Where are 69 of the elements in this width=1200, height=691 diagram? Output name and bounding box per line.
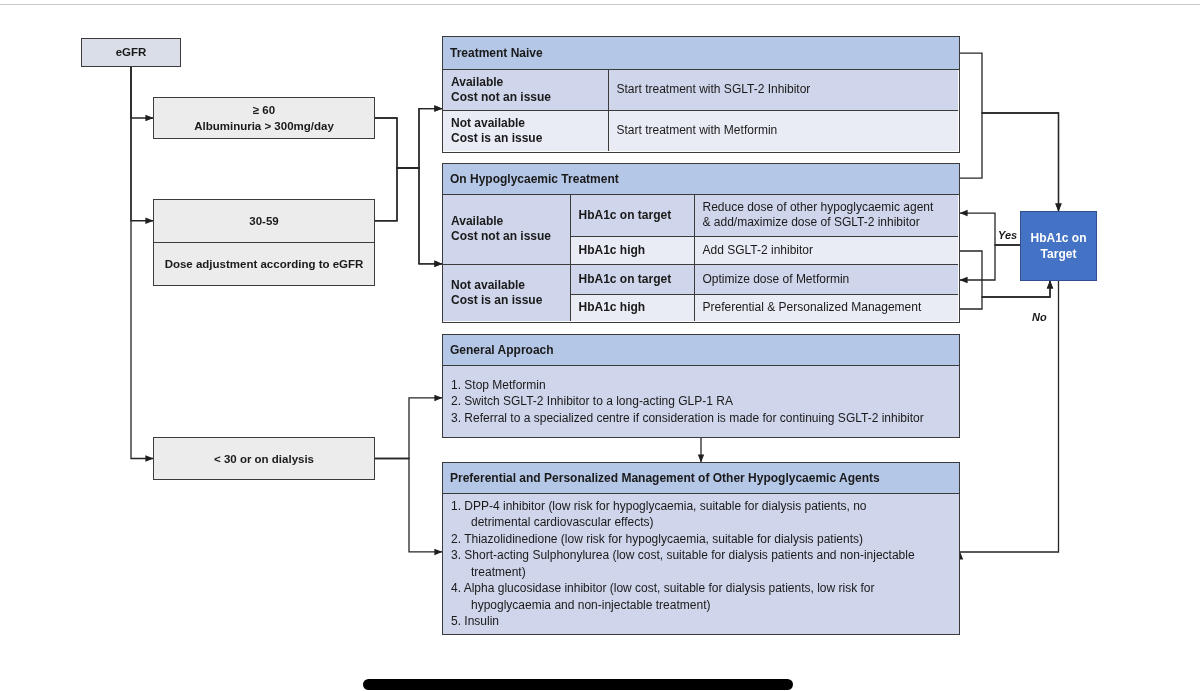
decision-box xyxy=(1020,211,1097,281)
table-cell xyxy=(570,194,695,237)
table-cell xyxy=(694,236,958,265)
table-cell xyxy=(443,69,609,111)
arrow xyxy=(959,244,1021,284)
list-item: 3. Referral to a specialized centre if consideration is made for continuing SGLT-2 inhibitor xyxy=(450,409,924,426)
start-box xyxy=(81,38,181,67)
cell-text: Cost not an issue xyxy=(451,229,551,244)
box-label: 30-59 xyxy=(249,214,279,229)
table-cell xyxy=(694,194,958,237)
table-heading: On Hypoglycaemic Treatment xyxy=(443,164,959,195)
arrow xyxy=(374,167,443,267)
table-cell xyxy=(608,69,958,111)
list-item: 3. Short-acting Sulphonylurea (low cost, suitable for dialysis patients and non-injectable treatment) xyxy=(450,547,916,580)
cell-text: Reduce dose of other hypoglycaemic agent & add/maximize dose of SGLT-2 inhibitor xyxy=(702,200,935,230)
arrow xyxy=(959,112,1062,212)
treatment-table xyxy=(442,163,960,323)
table-cell xyxy=(443,194,571,265)
cell-text: Not available xyxy=(451,115,526,131)
cell-text: Optimize dose of Metformin xyxy=(702,271,850,287)
cell-text: HbA1c on target xyxy=(578,207,672,223)
cell-text: Available xyxy=(451,74,504,90)
list-item: 2. Switch SGLT-2 Inhibitor to a long-acting GLP-1 RA xyxy=(450,393,733,410)
edge-label: No xyxy=(1031,311,1048,324)
cell-text: Not available xyxy=(451,277,526,293)
condition-box xyxy=(153,199,375,286)
arrow xyxy=(697,437,705,463)
cell-text: Available xyxy=(451,214,504,229)
cell-text: HbA1c high xyxy=(578,242,646,258)
recommendation-panel xyxy=(442,462,960,635)
box-label: eGFR xyxy=(115,45,147,60)
cell-text: HbA1c high xyxy=(578,300,646,316)
arrow xyxy=(959,280,1054,310)
list-item: 1. Stop Metformin xyxy=(450,376,546,393)
table-cell xyxy=(694,294,958,321)
cell-text: Cost not an issue xyxy=(451,89,551,105)
table-cell xyxy=(694,264,958,295)
arrow xyxy=(374,457,443,556)
box-label: HbA1c on Target xyxy=(1029,230,1088,262)
table-cell xyxy=(570,294,695,321)
cell-text: Start treatment with Metformin xyxy=(616,123,778,139)
box-label: Albuminuria > 300mg/day xyxy=(194,119,334,134)
cell-text: Start treatment with SGLT-2 Inhibitor xyxy=(616,82,811,97)
panel-heading: Preferential and Personalized Management of Other Hypoglycaemic Agents xyxy=(443,463,959,494)
table-cell xyxy=(570,236,695,265)
cell-text: Cost is an issue xyxy=(451,292,543,308)
cell-text: Cost is an issue xyxy=(451,130,543,146)
arrow xyxy=(130,66,154,462)
recommendation-panel xyxy=(442,334,960,438)
list-item: 4. Alpha glucosidase inhibitor (low cost, suitable for dialysis patients, low risk for hypoglycaemia and non-injectable treatment) xyxy=(450,580,876,613)
treatment-table xyxy=(442,36,960,153)
cell-text: HbA1c on target xyxy=(578,271,672,287)
box-label: ≥ 60 xyxy=(252,103,276,118)
table-cell xyxy=(443,110,609,151)
table-cell xyxy=(608,110,958,151)
table-heading: Treatment Naive xyxy=(443,37,959,70)
box-label: < 30 or on dialysis xyxy=(214,451,314,467)
box-label: Dose adjustment according to eGFR xyxy=(164,257,364,272)
condition-box xyxy=(153,97,375,139)
table-cell xyxy=(570,264,695,295)
cell-text: Preferential & Personalized Management xyxy=(702,300,922,316)
list-item: 1. DPP-4 inhibitor (low risk for hypoglycaemia, suitable for dialysis patients, no detrimental cardiovascular effects) xyxy=(450,497,868,531)
cell-text: Add SGLT-2 inhibitor xyxy=(702,242,813,258)
table-cell xyxy=(443,264,571,321)
list-item: 2. Thiazolidinedione (low risk for hypoglycaemia, suitable for dialysis patients) xyxy=(450,530,863,547)
list-item: 5. Insulin xyxy=(450,613,501,630)
condition-box xyxy=(153,437,375,480)
panel-heading: General Approach xyxy=(443,335,959,366)
edge-label: Yes xyxy=(997,229,1019,242)
